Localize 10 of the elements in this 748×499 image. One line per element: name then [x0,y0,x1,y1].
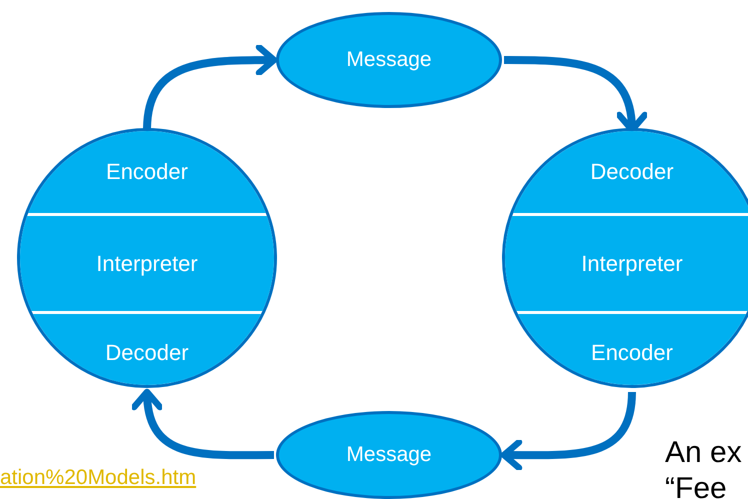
band-label: Interpreter [20,216,274,311]
note-text: An ex [665,436,742,470]
node-label: Message [346,48,432,72]
arrow [500,392,636,472]
arrow [143,44,278,130]
band-label: Interpreter [505,216,748,311]
node-label: Message [346,443,432,467]
note-text: “Fee [665,472,727,499]
arrow [132,388,274,460]
link-text: ation%20Models.htm [0,466,196,490]
